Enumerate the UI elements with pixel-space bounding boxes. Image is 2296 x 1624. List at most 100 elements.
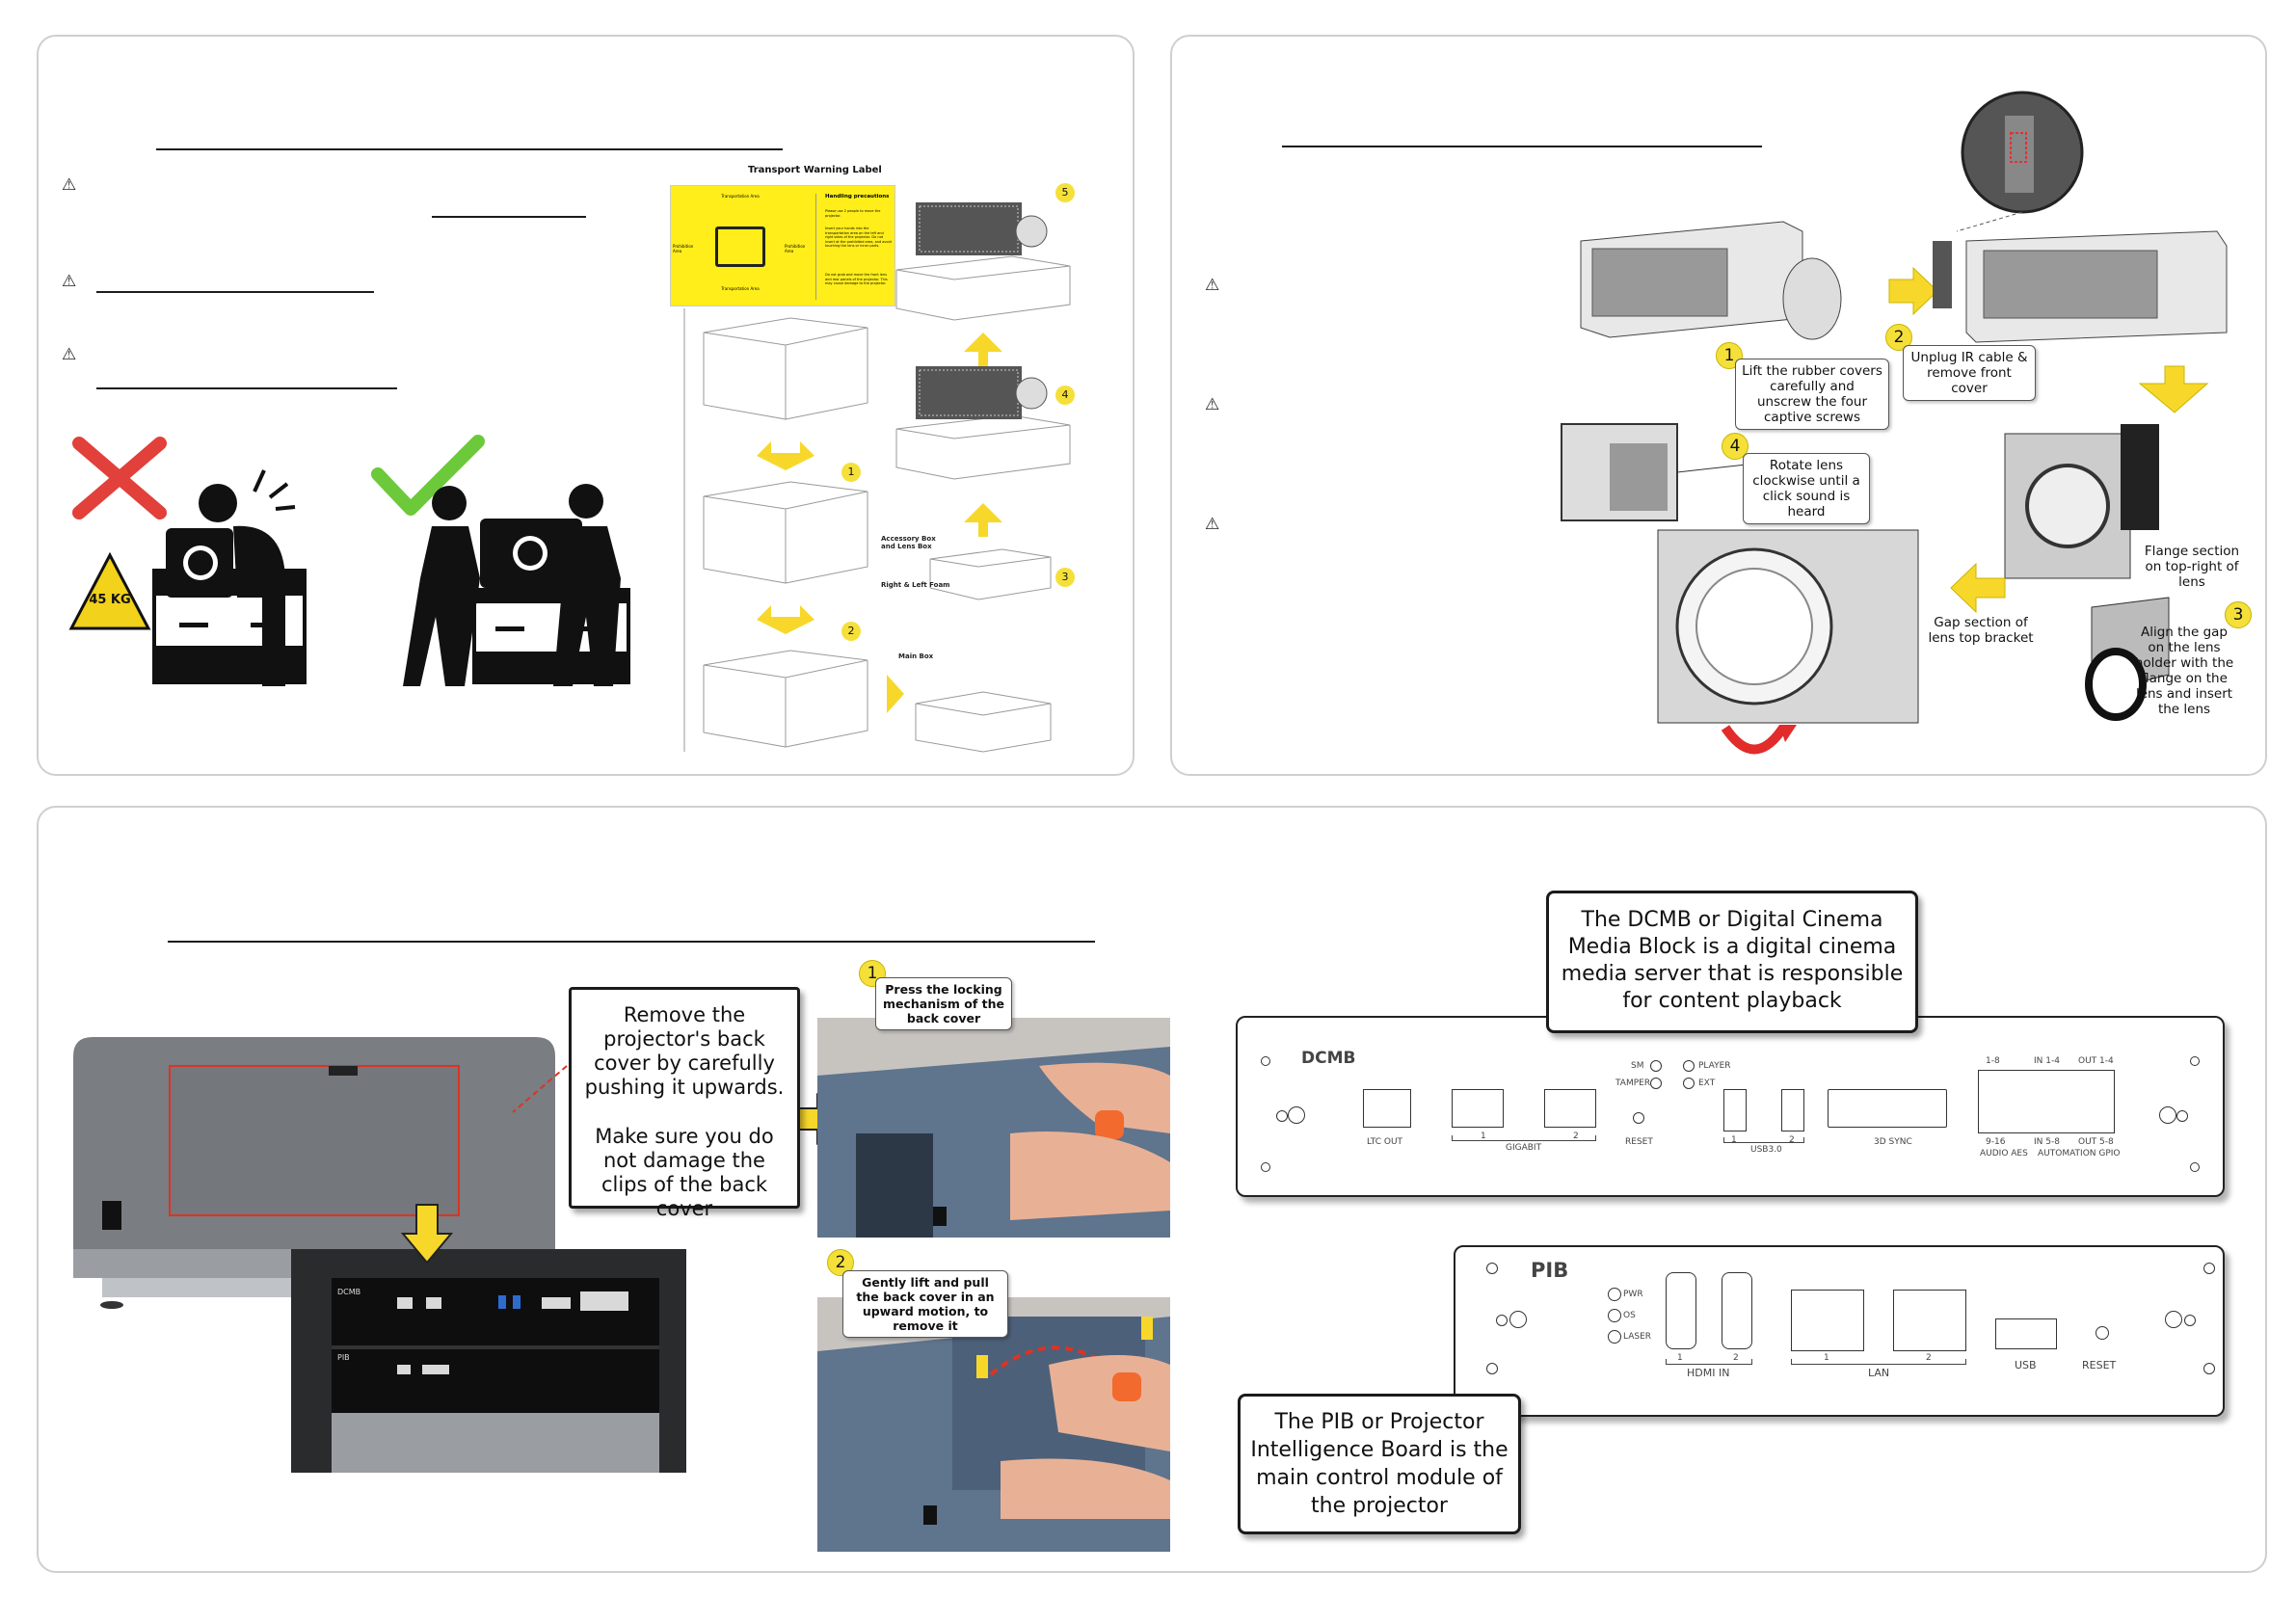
label-zone-left: Prohibition Area — [673, 244, 694, 253]
lens-install-diagram — [1561, 91, 2228, 755]
pack-step-3: 3 — [1055, 568, 1075, 587]
pib-title: PIB — [1531, 1259, 1569, 1282]
wrong-lift-illustration: 45 KG — [68, 437, 307, 686]
pack-step-2: 2 — [841, 622, 861, 641]
lan-bracket — [1791, 1359, 1966, 1365]
usb-num-2: 2 — [1789, 1135, 1795, 1145]
reset-button[interactable] — [1633, 1112, 1644, 1124]
hdmi-port-1 — [1666, 1272, 1696, 1349]
status-led — [1650, 1078, 1662, 1089]
projector-rear-image — [73, 1037, 555, 1309]
transport-warning-label: Transportation Area Prohibition Area Pro… — [670, 185, 895, 306]
led-label-sm: SM — [1631, 1061, 1644, 1071]
led-label-tamper: TAMPER — [1615, 1078, 1651, 1088]
screw-hole — [2165, 1311, 2182, 1328]
reset-label: RESET — [1625, 1137, 1653, 1147]
dcmb-faceplate: DCMB SM TAMPER PLAYER EXT LTC OUT 1 2 GI… — [1236, 1016, 2225, 1197]
label-divider — [815, 194, 816, 300]
led-label-os: OS — [1623, 1311, 1636, 1320]
lens-step-3-badge: 3 — [2225, 601, 2252, 628]
status-led — [1683, 1060, 1695, 1072]
screw-hole — [2184, 1315, 2196, 1326]
laser-led — [1608, 1330, 1621, 1344]
warning-icon: ⚠ — [62, 345, 77, 364]
dcmb-callout: The DCMB or Digital Cinema Media Block i… — [1546, 891, 1918, 1033]
handling-item: Please use 2 people to move the projecto… — [825, 209, 881, 218]
step2-photo — [817, 1297, 1170, 1552]
dcmb-title: DCMB — [1301, 1049, 1356, 1068]
pib-callout: The PIB or Projector Intelligence Board … — [1238, 1394, 1521, 1534]
status-led — [1683, 1078, 1695, 1089]
handling-item: Insert your hands into the transportatio… — [825, 226, 892, 248]
remove-cover-text: Remove the projector's back cover by car… — [584, 1003, 785, 1099]
packaging-heading-rule — [156, 148, 783, 150]
bottom-label-1: 9-16 — [1986, 1137, 2006, 1147]
hdmi-label: HDMI IN — [1687, 1367, 1730, 1379]
gigabit-label: GIGABIT — [1506, 1143, 1542, 1153]
cover-step-1-caption: Press the locking mechanism of the back … — [875, 977, 1012, 1030]
io-image-dcmb-label: DCMB — [337, 1288, 361, 1296]
hdmi-bracket — [1666, 1359, 1752, 1365]
screw-hole — [1496, 1315, 1508, 1326]
flange-note: Flange section on top-right of lens — [2144, 544, 2240, 590]
projector-io-panel-image — [291, 1249, 686, 1473]
warning-underline — [432, 216, 586, 218]
cover-step-2-badge: 2 — [827, 1249, 854, 1276]
hdmi-num-1: 1 — [1677, 1353, 1683, 1363]
lens-step-1-caption: Lift the rubber covers carefully and uns… — [1735, 359, 1889, 430]
top-label-3: OUT 1-4 — [2078, 1056, 2114, 1066]
gigabit-port-1 — [1452, 1089, 1504, 1128]
led-label-laser: LASER — [1623, 1332, 1652, 1342]
mount-hole — [2190, 1056, 2200, 1066]
usb-port-2 — [1781, 1089, 1804, 1131]
pack-step-1: 1 — [841, 463, 861, 482]
clips-warning-text: Make sure you do not damage the clips of… — [595, 1125, 774, 1220]
down-arrow — [400, 1204, 454, 1265]
pack-step-5: 5 — [1055, 183, 1075, 202]
gigabit-num-2: 2 — [1573, 1131, 1579, 1141]
pib-usb-label: USB — [2015, 1359, 2037, 1371]
screw-hole — [1288, 1106, 1305, 1124]
mount-hole — [1486, 1263, 1498, 1274]
label-zone-right: Prohibition Area — [785, 244, 806, 253]
lan-port-1 — [1791, 1290, 1864, 1351]
handling-title: Handling precautions — [825, 194, 890, 200]
mount-hole — [2190, 1162, 2200, 1172]
os-led — [1608, 1309, 1621, 1322]
pib-reset-button[interactable] — [2096, 1326, 2109, 1340]
cover-step-2-caption: Gently lift and pull the back cover in a… — [842, 1270, 1008, 1338]
gap-note: Gap section of lens top bracket — [1928, 615, 2034, 646]
handling-item: Do not grab and move the front lens and … — [825, 273, 888, 285]
audio-label: AUDIO AES — [1980, 1149, 2028, 1158]
lens-heading-rule — [1282, 146, 1762, 147]
lan-num-1: 1 — [1824, 1353, 1829, 1363]
lan-label: LAN — [1868, 1367, 1890, 1379]
top-label-2: IN 1-4 — [2034, 1056, 2060, 1066]
pib-reset-label: RESET — [2082, 1359, 2117, 1371]
transport-label-title: Transport Warning Label — [748, 165, 882, 175]
label-projector-outline — [715, 226, 765, 267]
lan-port-2 — [1893, 1290, 1966, 1351]
lens-step-4-caption: Rotate lens clockwise until a click soun… — [1743, 453, 1870, 524]
warning-icon: ⚠ — [1205, 276, 1220, 295]
main-box-label: Main Box — [898, 652, 934, 660]
sync-label: 3D SYNC — [1874, 1137, 1912, 1147]
lan-num-2: 2 — [1926, 1353, 1932, 1363]
hdmi-port-2 — [1722, 1272, 1752, 1349]
usb-bracket — [1723, 1137, 1804, 1143]
warning-icon: ⚠ — [1205, 395, 1220, 414]
screw-hole — [2159, 1106, 2176, 1124]
audio-gpio-port — [1978, 1070, 2115, 1133]
foam-label: Right & Left Foam — [881, 581, 950, 589]
screw-hole — [1509, 1311, 1527, 1328]
led-label-pwr: PWR — [1623, 1290, 1643, 1299]
lens-step-3-caption: Align the gap on the lens holder with th… — [2134, 625, 2234, 717]
label-zone-top: Transportation Area — [721, 194, 760, 199]
lens-step-2-caption: Unplug IR cable & remove front cover — [1903, 345, 2036, 401]
ltc-out-label: LTC OUT — [1367, 1137, 1403, 1147]
pib-faceplate: PIB PWR OS LASER 1 2 HDMI IN 1 2 LAN USB… — [1454, 1245, 2225, 1417]
warning-underline — [96, 291, 374, 293]
pwr-led — [1608, 1288, 1621, 1301]
bottom-label-3: OUT 5-8 — [2078, 1137, 2114, 1147]
callout-leader — [512, 1065, 568, 1113]
